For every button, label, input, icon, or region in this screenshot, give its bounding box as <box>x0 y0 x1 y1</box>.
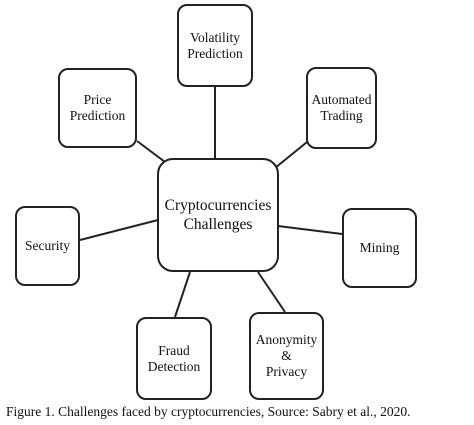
center-label-line-1: Cryptocurrencies <box>164 197 272 214</box>
center-label-line-2: Challenges <box>183 216 253 233</box>
connector-automated-trading <box>274 137 313 169</box>
node-fraud-detection: Fraud Detection <box>136 317 212 400</box>
node-label-line: Trading <box>320 108 363 123</box>
connector-mining <box>277 225 343 235</box>
figure-caption: Figure 1. Challenges faced by cryptocurr… <box>6 404 411 419</box>
node-anonymity-privacy: Anonymity & Privacy <box>249 312 324 400</box>
node-label-line: Prediction <box>69 108 126 123</box>
node-security: Security <box>15 206 80 286</box>
node-price-prediction: Price Prediction <box>58 68 137 148</box>
connector-security <box>79 219 159 241</box>
node-label-line: Privacy <box>265 364 308 379</box>
node-label-line: Price <box>83 92 112 107</box>
node-volatility-prediction: Volatility Prediction <box>177 4 253 87</box>
node-label-line: Security <box>25 238 70 253</box>
node-automated-trading: Automated Trading <box>306 67 377 149</box>
connector-anonymity-privacy <box>257 271 286 313</box>
node-label-line: & <box>281 348 292 363</box>
node-label-line: Volatility <box>189 29 240 45</box>
node-label-line: Detection <box>147 358 201 374</box>
connector-price-prediction <box>136 140 166 163</box>
node-label-line: Prediction <box>187 45 243 61</box>
connector-fraud-detection <box>174 271 191 318</box>
node-label-line: Anonymity <box>255 332 318 347</box>
center-node-cryptocurrencies-challenges: Cryptocurrencies Challenges <box>157 158 279 272</box>
node-label-line: Automated <box>311 92 372 107</box>
node-label-line: Mining <box>359 240 400 255</box>
node-mining: Mining <box>342 208 417 288</box>
node-label-line: Fraud <box>158 342 190 358</box>
